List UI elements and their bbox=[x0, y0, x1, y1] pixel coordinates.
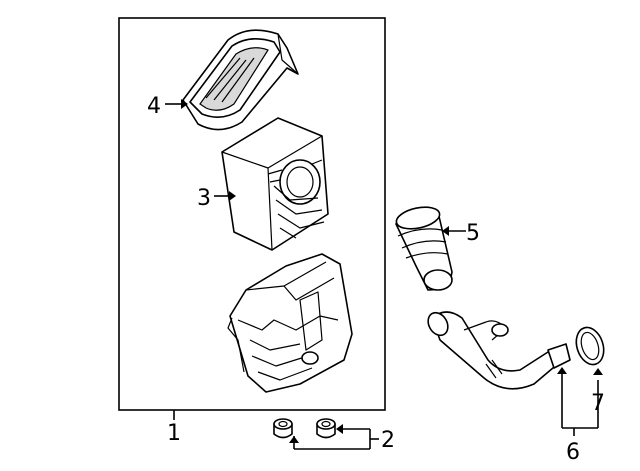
inlet-duct[interactable] bbox=[394, 204, 453, 291]
air-filter-element[interactable] bbox=[182, 29, 299, 131]
callout-3[interactable]: 3 bbox=[197, 186, 211, 211]
arrowhead-2a bbox=[289, 436, 299, 443]
air-cleaner-cover[interactable] bbox=[221, 117, 329, 251]
callout-7[interactable]: 7 bbox=[591, 391, 605, 416]
arrowhead-7 bbox=[593, 368, 603, 375]
grommet-right[interactable] bbox=[316, 418, 336, 439]
callout-5[interactable]: 5 bbox=[466, 221, 480, 246]
seal-ring[interactable] bbox=[572, 324, 608, 368]
arrowhead-3 bbox=[229, 191, 236, 201]
air-cleaner-lower-housing[interactable] bbox=[227, 253, 353, 393]
outlet-tube[interactable] bbox=[424, 309, 571, 390]
arrowhead-2b bbox=[336, 424, 343, 434]
callout-6[interactable]: 6 bbox=[566, 440, 580, 465]
arrowhead-5 bbox=[442, 226, 449, 236]
arrowhead-4 bbox=[181, 99, 188, 109]
callout-2[interactable]: 2 bbox=[381, 428, 395, 453]
callout-1[interactable]: 1 bbox=[167, 421, 181, 446]
arrowhead-6 bbox=[557, 367, 567, 374]
assembly-frame bbox=[118, 17, 386, 411]
grommet-left[interactable] bbox=[273, 418, 293, 439]
callout-4[interactable]: 4 bbox=[147, 94, 161, 119]
